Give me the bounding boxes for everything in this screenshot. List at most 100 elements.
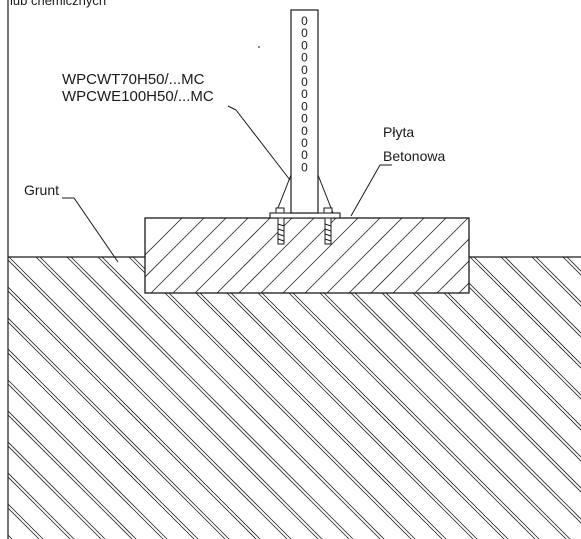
plate-leader-line — [350, 164, 392, 217]
post-hole: 0 — [301, 99, 308, 113]
right-anchor-bolt — [323, 207, 333, 245]
ground-hatch-line — [497, 257, 581, 539]
model-label-2: WPCWE100H50/...MC — [62, 88, 214, 105]
ground-hatch-line — [8, 257, 241, 539]
ground-hatch-line — [435, 257, 581, 539]
ground-label: Grunt — [24, 182, 60, 198]
slab-hatch-line — [145, 218, 183, 256]
ground-hatch-line — [373, 257, 581, 539]
ground-hatch-line — [404, 257, 581, 539]
ground-leader-line — [62, 197, 119, 263]
ground-hatch-line — [369, 257, 581, 539]
ground-hatch-line — [462, 257, 581, 539]
ground-hatch-line — [59, 257, 361, 539]
slab-hatch-line — [458, 282, 469, 293]
post-hole: 0 — [301, 87, 308, 101]
slab-hatch-line — [150, 218, 227, 293]
post-hole: 0 — [301, 112, 308, 126]
slab-hatch-line — [172, 218, 249, 293]
post-hole: 0 — [301, 148, 308, 162]
slab-hatch-line — [370, 218, 447, 293]
ground-hatch-line — [431, 257, 581, 539]
slab-hatch-line — [348, 218, 425, 293]
post-hole: 0 — [301, 26, 308, 40]
ground-hatch-line — [121, 257, 423, 539]
ground-hatch-line — [8, 257, 210, 539]
left-gusset — [275, 174, 292, 214]
ground-hatch-line — [8, 257, 24, 539]
ground-hatch-line — [8, 257, 303, 539]
slab-hatch-line — [326, 218, 403, 293]
ground-hatch-line — [8, 257, 299, 539]
post-hole: 0 — [301, 124, 308, 138]
ground-hatch-line — [8, 257, 179, 539]
ground-hatch-line — [245, 257, 547, 539]
ground-hatch-line — [559, 257, 581, 539]
left-anchor-bolt — [275, 207, 285, 245]
ground-hatch-line — [8, 257, 113, 539]
post-hole: 0 — [301, 160, 308, 174]
post — [290, 9, 319, 214]
ground-hatch-line — [125, 257, 427, 539]
ground-hatch-line — [187, 257, 489, 539]
ground-hatch-line — [8, 257, 86, 539]
slab-hatch-line — [518, 210, 581, 300]
ground-hatch-line — [8, 257, 117, 539]
ground-hatch-line — [8, 257, 272, 539]
ground-hatch-line — [524, 257, 581, 539]
model-leader-line — [227, 105, 291, 181]
slab-hatch-line — [562, 210, 581, 300]
plate-label-line-1: Płyta — [383, 124, 415, 140]
ground-hatch-line — [280, 257, 581, 539]
ground-hatch-line — [218, 257, 520, 539]
model-label-1: WPCWT70H50/...MC — [62, 71, 205, 88]
ground-hatch-line — [28, 257, 330, 539]
plate-label-line-2: Betonowa — [383, 148, 446, 164]
ground-hatch-line — [8, 257, 20, 539]
ground-hatch-line — [466, 257, 581, 539]
ground-hatch-line — [63, 257, 365, 539]
slab-hatch-line — [216, 218, 293, 293]
ground-hatch-line — [311, 257, 581, 539]
ground-hatch-line — [94, 257, 396, 539]
ground-hatch-line — [249, 257, 551, 539]
ground-hatch-line — [8, 257, 237, 539]
post-hole: 0 — [301, 63, 308, 77]
slab-hatch-line — [282, 218, 359, 293]
ground-hatch-line — [8, 257, 268, 539]
post-hole: 0 — [301, 75, 308, 89]
post-hole: 0 — [301, 51, 308, 65]
ground-hatch-line — [493, 257, 581, 539]
ground-hatch-line — [214, 257, 516, 539]
ground-hatching — [8, 257, 581, 539]
slab-hatch-line — [414, 238, 469, 293]
post-hole: 0 — [301, 14, 308, 28]
slab-hatching — [145, 210, 581, 300]
post-hole: 0 — [301, 38, 308, 52]
slab-hatch-line — [238, 218, 315, 293]
ground-hatch-line — [307, 257, 581, 539]
ground-hatch-line — [156, 257, 458, 539]
ground-hatch-line — [32, 257, 334, 539]
stray-dot — [258, 46, 260, 48]
ground-hatch-line — [183, 257, 485, 539]
ground-hatch-line — [90, 257, 392, 539]
base-plate — [269, 212, 341, 219]
slab-hatch-line — [194, 218, 271, 293]
slab-hatch-line — [145, 218, 205, 278]
ground-hatch-line — [8, 257, 175, 539]
post-hole: 0 — [301, 136, 308, 150]
slab-hatch-line — [496, 210, 581, 300]
right-gusset — [317, 174, 334, 214]
ground-hatch-line — [8, 257, 148, 539]
slab-hatch-line — [474, 210, 564, 300]
ground-hatch-line — [338, 257, 581, 539]
ground-hatch-line — [528, 257, 581, 539]
cut-off-caption: lub chemicznych — [10, 0, 107, 8]
ground-hatch-line — [8, 257, 144, 539]
slab-hatch-line — [540, 210, 581, 300]
concrete-slab — [144, 217, 470, 294]
